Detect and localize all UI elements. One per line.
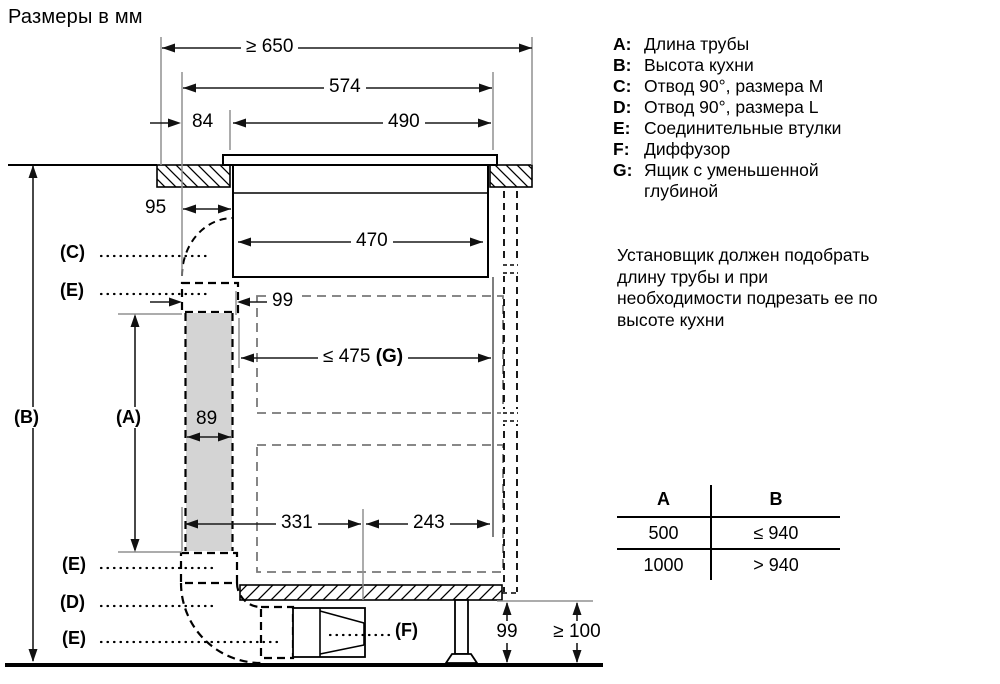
legend-key-g-cont	[613, 181, 644, 202]
dim-95: 95	[145, 197, 167, 218]
dim-331: 331	[276, 512, 318, 534]
legend: A: Длина трубы B: Высота кухни C: Отвод 90°…	[613, 34, 841, 202]
legend-label-g-cont: глубиной	[644, 181, 719, 201]
dim-89: 89	[196, 408, 218, 429]
dim-475-ref-g: (G)	[375, 346, 404, 367]
legend-key-g: G:	[613, 160, 633, 180]
dim-min-100: ≥ 100	[542, 621, 612, 643]
diffuser-f	[292, 607, 366, 658]
legend-key-a: A:	[613, 34, 632, 54]
label-e-sleeve-top: (E)	[58, 280, 86, 301]
installer-note: Установщик должен подобрать длину трубы …	[617, 245, 878, 331]
table-cell-b1: ≤ 940	[710, 516, 840, 548]
label-a-tube-length: (A)	[114, 407, 143, 428]
label-d-bend-l: (D)	[58, 592, 87, 613]
legend-key-e: E:	[613, 118, 631, 138]
legend-label-f: Диффузор	[644, 139, 731, 159]
table-cell-a2: 1000	[617, 548, 710, 580]
hob-body	[222, 154, 498, 278]
table-header-a: A	[657, 489, 670, 509]
drawer-reduced-depth-g	[256, 295, 504, 414]
bend-c	[181, 217, 234, 277]
rear-duct	[501, 191, 520, 594]
plinth-foot	[444, 599, 479, 664]
label-b-kitchen-height: (B)	[12, 407, 41, 428]
cabinet-bottom-board	[239, 584, 503, 601]
table-cell-b2: > 940	[710, 548, 840, 580]
legend-key-c: C:	[613, 76, 632, 96]
legend-label-e: Соединительные втулки	[644, 118, 842, 138]
page-title: Размеры в мм	[8, 6, 143, 28]
legend-key-d: D:	[613, 97, 632, 117]
drawer-lower	[256, 444, 504, 573]
tube-a	[184, 313, 234, 551]
note-line-1: Установщик должен подобрать	[617, 245, 870, 265]
legend-key-f: F:	[613, 139, 630, 159]
legend-item-g-cont: глубиной	[613, 181, 841, 202]
dim-574: 574	[324, 76, 366, 98]
hob-glass-plate	[222, 154, 498, 166]
label-c-bend-m: (C)	[58, 242, 87, 263]
legend-item-c: C: Отвод 90°, размера M	[613, 76, 841, 97]
legend-item-a: A: Длина трубы	[613, 34, 841, 55]
sleeve-e-outlet	[259, 605, 295, 660]
legend-label-c: Отвод 90°, размера M	[644, 76, 824, 96]
label-f-diffuser: (F)	[393, 620, 420, 641]
label-e-sleeve-mid: (E)	[60, 554, 88, 575]
worktop	[8, 164, 533, 188]
note-line-3: необходимости подрезать ее по	[617, 288, 878, 308]
legend-item-d: D: Отвод 90°, размера L	[613, 97, 841, 118]
legend-label-a: Длина трубы	[644, 34, 750, 54]
legend-item-e: E: Соединительные втулки	[613, 118, 841, 139]
dim-475-g: ≤ 475 (G)	[318, 346, 409, 368]
dimension-arrowheads	[28, 43, 582, 663]
dim-470: 470	[351, 230, 393, 252]
label-e-sleeve-bottom: (E)	[60, 628, 88, 649]
table-header-b: B	[710, 485, 840, 516]
sleeve-e-top	[180, 281, 240, 314]
dim-84: 84	[192, 111, 214, 132]
dim-99-plinth: 99	[490, 621, 524, 643]
tube-length-table: A B 500 ≤ 940 1000 > 940	[617, 485, 840, 580]
legend-item-f: F: Диффузор	[613, 139, 841, 160]
dim-475-value: ≤ 475	[323, 346, 371, 367]
legend-label-b: Высота кухни	[644, 55, 754, 75]
note-line-2: длину трубы и при	[617, 266, 769, 287]
sleeve-e-bottom	[179, 551, 239, 585]
worktop-section-left	[156, 164, 231, 188]
dim-243: 243	[408, 512, 450, 534]
worktop-section-right	[489, 164, 533, 188]
legend-key-b: B:	[613, 55, 632, 75]
dim-99-sleeve: 99	[267, 290, 299, 312]
dimension-lines	[32, 47, 578, 662]
extension-lines	[118, 37, 593, 602]
legend-label-d: Отвод 90°, размера L	[644, 97, 819, 117]
legend-item-b: B: Высота кухни	[613, 55, 841, 76]
dim-650: ≥ 650	[241, 36, 299, 58]
note-line-4: высоте кухни	[617, 309, 725, 330]
legend-item-g: G: Ящик с уменьшенной	[613, 160, 841, 181]
leader-lines	[99, 254, 394, 644]
legend-label-g: Ящик с уменьшенной	[644, 160, 819, 180]
dim-490: 490	[383, 111, 425, 133]
table-cell-a1: 500	[617, 516, 710, 548]
